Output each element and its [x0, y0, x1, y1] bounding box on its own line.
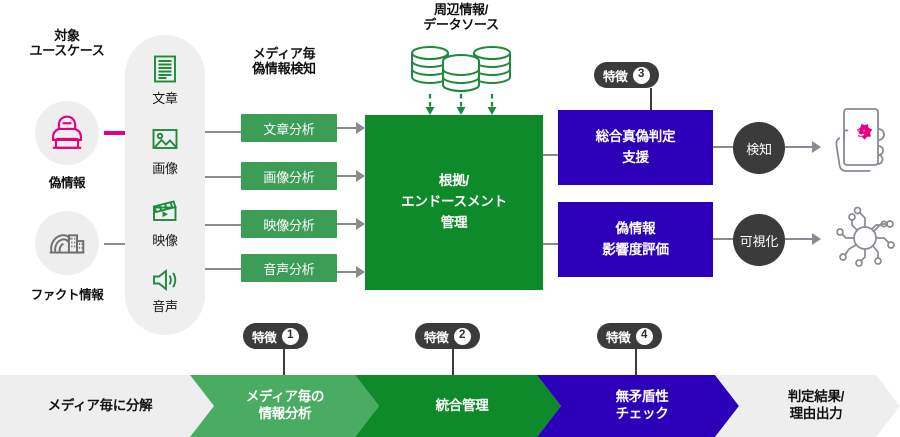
badge-to-phone-arrow [812, 141, 821, 153]
badge-to-network-line [785, 238, 815, 240]
media-label-video: 映像 [152, 233, 178, 248]
analysis-box-audio[interactable]: 音声分析 [241, 254, 337, 282]
center-to-impact-line [543, 243, 565, 245]
ribbon-shapes [0, 375, 900, 437]
feature-pill-1-number: 1 [281, 327, 299, 345]
judge-to-badge-line [713, 146, 749, 148]
center-to-judge-line [543, 154, 565, 156]
image-to-center-line [337, 175, 361, 177]
feature-pill-2: 特徴 2 [415, 323, 480, 349]
visualization-badge: 可視化 [733, 214, 785, 266]
capsule-to-video-line [205, 224, 241, 226]
impact-evaluation-box[interactable]: 偽情報 影響度評価 [558, 202, 713, 277]
visualization-badge-label: 可視化 [739, 233, 779, 249]
impact-to-badge-line [713, 238, 749, 240]
text-to-center-arrow [356, 122, 365, 134]
network-spread-icon [832, 202, 898, 274]
fact-label: ファクト情報 [2, 284, 132, 303]
badge-to-network-arrow [812, 233, 821, 245]
image-to-center-arrow [356, 170, 365, 182]
feature-pill-4-number: 4 [635, 327, 653, 345]
image-icon [146, 122, 184, 156]
tsunami-building-icon [35, 211, 99, 275]
media-label-text: 文章 [152, 91, 178, 106]
analysis-heading: メディア毎 偽情報検知 [232, 46, 336, 77]
center-line3: 管理 [440, 214, 468, 230]
usecase-heading: 対象 ユースケース [12, 28, 122, 59]
feature-pill-3: 特徴 3 [594, 62, 659, 88]
badge-to-phone-line [785, 146, 815, 148]
analysis-box-image[interactable]: 画像分析 [241, 162, 337, 190]
feature-pill-1-label: 特徴 [252, 330, 277, 345]
hacker-label-text: 偽情報 [48, 176, 86, 190]
feature-pill-2-stem [452, 349, 454, 375]
document-icon [146, 52, 184, 86]
judgment-line1: 総合真偽判定 [595, 129, 676, 145]
analysis-heading-line1: メディア毎 [252, 46, 316, 61]
phone-alert-hand-icon [830, 104, 892, 188]
judgment-line2: 支援 [622, 149, 649, 165]
center-evidence-box[interactable]: 根拠/ エンドースメント 管理 [365, 115, 543, 290]
video-clapper-icon [146, 194, 184, 228]
datasource-dashed-arrows [404, 94, 518, 118]
media-capsule [125, 35, 205, 335]
capsule-to-image-line [205, 176, 241, 178]
usecase-heading-line1: 対象 [54, 28, 80, 43]
capsule-to-audio-line [205, 268, 241, 270]
feature-pill-2-label: 特徴 [424, 330, 449, 345]
analysis-box-video[interactable]: 映像分析 [241, 210, 337, 238]
speaker-icon [146, 264, 184, 296]
capsule-to-text-line [205, 131, 241, 133]
text-to-center-line [337, 127, 361, 129]
detection-badge: 検知 [733, 122, 785, 174]
feature-pill-4-stem [635, 349, 637, 375]
feature-pill-1-stem [283, 349, 285, 375]
datasource-heading-line2: データソース [423, 17, 499, 33]
comprehensive-judgment-box[interactable]: 総合真偽判定 支援 [558, 110, 713, 185]
feature-pill-3-number: 3 [632, 66, 650, 84]
usecase-heading-line2: ユースケース [29, 43, 105, 59]
feature-pill-4: 特徴 4 [597, 323, 662, 349]
media-label-image: 画像 [152, 161, 178, 176]
pink-connector-line [104, 131, 128, 135]
hacker-icon [35, 101, 99, 165]
datasource-heading: 周辺情報/ データソース [396, 2, 526, 33]
feature-pill-3-label: 特徴 [603, 69, 628, 84]
media-label-audio: 音声 [152, 299, 178, 314]
detection-badge-label: 検知 [746, 141, 772, 157]
hacker-label: 偽情報 [12, 172, 122, 191]
impact-line1: 偽情報 [615, 221, 656, 237]
analysis-box-text[interactable]: 文章分析 [241, 114, 337, 142]
center-line2: エンドースメント [401, 194, 507, 210]
audio-to-center-line [337, 271, 361, 273]
impact-line2: 影響度評価 [602, 241, 669, 257]
video-to-center-arrow [356, 218, 365, 230]
fact-label-text: ファクト情報 [30, 288, 104, 302]
feature-pill-4-label: 特徴 [606, 330, 631, 345]
audio-to-center-arrow [356, 266, 365, 278]
process-ribbon: メディア毎に分解 メディア毎の 情報分析 統合管理 無矛盾性 チェック 判定結果… [0, 375, 900, 437]
feature-pill-2-number: 2 [453, 327, 471, 345]
feature-pill-1: 特徴 1 [243, 323, 308, 349]
datasource-heading-line1: 周辺情報/ [433, 2, 489, 17]
database-stack-icon [404, 44, 518, 96]
analysis-heading-line2: 偽情報検知 [252, 61, 316, 77]
center-line1: 根拠/ [438, 173, 470, 189]
fact-connector-line [104, 243, 129, 245]
feature-pill-3-stem [650, 88, 652, 110]
video-to-center-line [337, 223, 361, 225]
